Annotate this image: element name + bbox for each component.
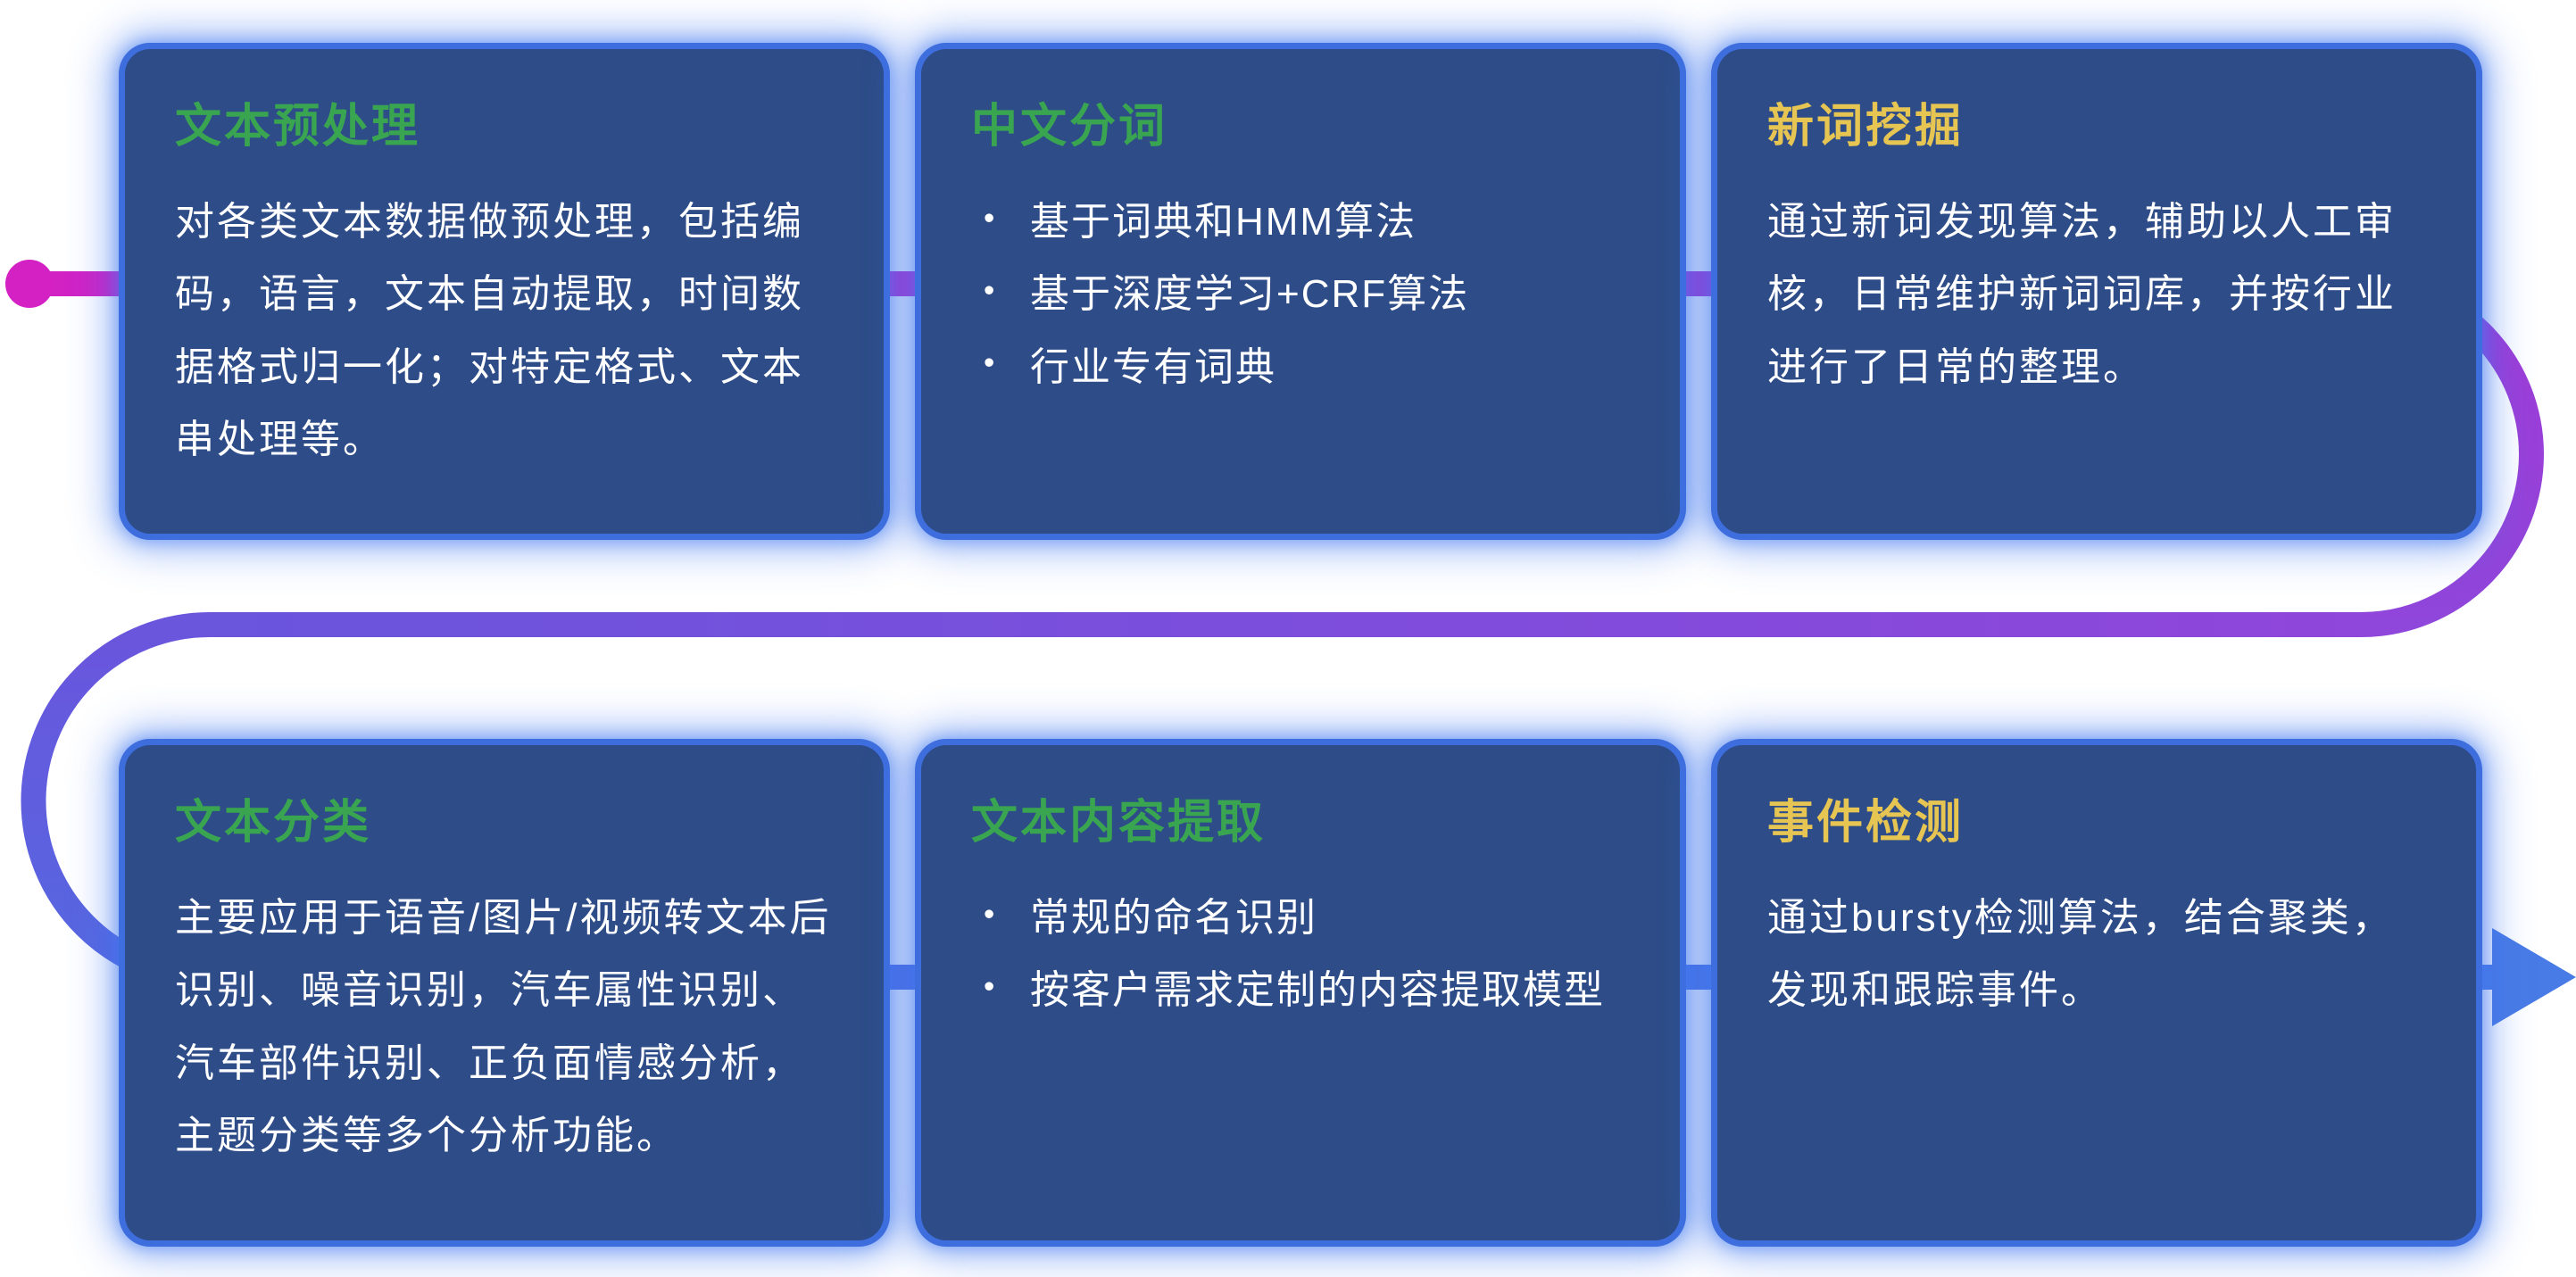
card-title: 新词挖掘 [1767, 101, 1965, 153]
card-bullet-list: 基于词典和HMM算法 基于深度学习+CRF算法 行业专有词典 [971, 186, 1630, 403]
card-description: 通过bursty检测算法，结合聚类，发现和跟踪事件。 [1767, 896, 2394, 1013]
card-title: 文本预处理 [175, 101, 421, 153]
bullet-item: 基于深度学习+CRF算法 [971, 258, 1630, 330]
card-title: 事件检测 [1767, 797, 1965, 849]
card-new-word-mining: 新词挖掘 通过新词发现算法，辅助以人工审核，日常维护新词词库，并按行业进行了日常… [1717, 49, 2476, 534]
card-title: 中文分词 [971, 101, 1168, 153]
card-description: 对各类文本数据做预处理，包括编码，语言，文本自动提取，时间数据格式归一化；对特定… [175, 200, 804, 462]
card-chinese-word-segmentation: 中文分词 基于词典和HMM算法 基于深度学习+CRF算法 行业专有词典 [921, 49, 1680, 534]
flow-arrow-icon [2492, 928, 2576, 1026]
card-text-content-extraction: 文本内容提取 常规的命名识别 按客户需求定制的内容提取模型 [921, 745, 1680, 1240]
card-text-preprocessing: 文本预处理 对各类文本数据做预处理，包括编码，语言，文本自动提取，时间数据格式归… [125, 49, 884, 534]
flow-start-dot [5, 260, 54, 308]
card-description: 通过新词发现算法，辅助以人工审核，日常维护新词词库，并按行业进行了日常的整理。 [1767, 200, 2397, 389]
bullet-item: 常规的命名识别 [971, 882, 1630, 954]
bullet-item: 行业专有词典 [971, 331, 1630, 403]
card-text-classification: 文本分类 主要应用于语音/图片/视频转文本后识别、噪音识别，汽车属性识别、汽车部… [125, 745, 884, 1240]
card-title: 文本分类 [175, 797, 372, 849]
bullet-item: 基于词典和HMM算法 [971, 186, 1630, 258]
flow-curve-left [21, 612, 211, 990]
card-description: 主要应用于语音/图片/视频转文本后识别、噪音识别，汽车属性识别、汽车部件识别、正… [175, 896, 832, 1158]
card-title: 文本内容提取 [971, 797, 1267, 849]
card-bullet-list: 常规的命名识别 按客户需求定制的内容提取模型 [971, 882, 1630, 1027]
card-event-detection: 事件检测 通过bursty检测算法，结合聚类，发现和跟踪事件。 [1717, 745, 2476, 1240]
bullet-item: 按客户需求定制的内容提取模型 [971, 954, 1630, 1026]
